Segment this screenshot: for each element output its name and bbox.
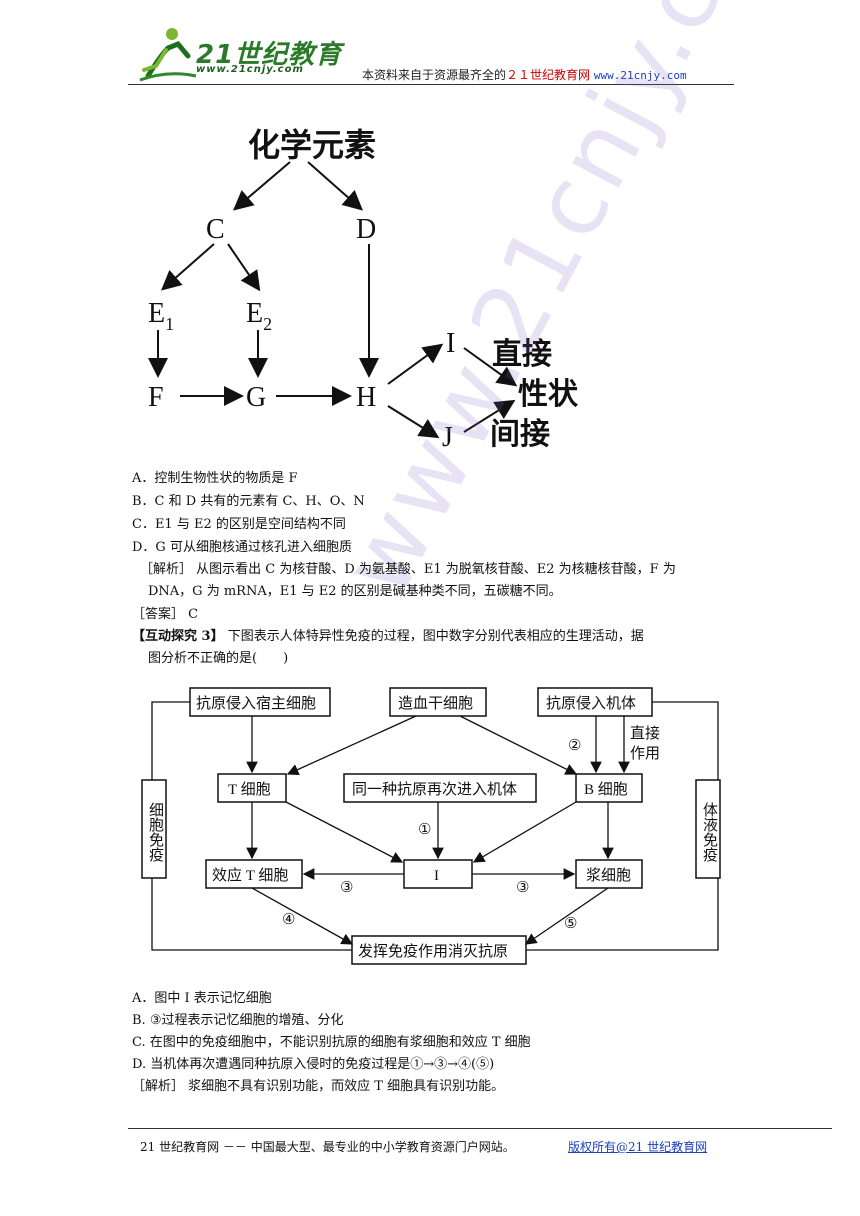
node-e2: E2 (246, 298, 272, 334)
q3-title: 【互动探究 3】 下图表示人体特异性免疫的过程，图中数字分别代表相应的生理活动，… (132, 628, 644, 646)
box-b-cell (575, 773, 643, 803)
box-memory-i (403, 859, 473, 889)
label-eliminate-antigen: 发挥免疫作用消灭抗原 (358, 943, 508, 960)
node-j: J (442, 422, 453, 453)
header-url-link[interactable]: www.21cnjy.com (593, 69, 687, 82)
footer-divider (128, 1128, 832, 1129)
box-cell-immunity (141, 779, 167, 879)
label-step-3-left: ③ (340, 880, 353, 896)
box-humoral-immunity (695, 779, 721, 879)
label-antigen-host-cell: 抗原侵入宿主细胞 (196, 695, 316, 712)
q3-analysis: ［解析］ 浆细胞不具有识别功能，而效应 T 细胞具有识别功能。 (132, 1079, 505, 1094)
label-step-2: ② (568, 738, 581, 754)
logo-text: 21世纪教育 (196, 40, 343, 70)
q3-option-d: D. 当机体再次遭遇同种抗原入侵时的免疫过程是①→③→④(⑤) (132, 1057, 495, 1072)
label-humoral-immunity: 体液免疫 (701, 802, 717, 862)
box-effector-t-cell (205, 859, 303, 889)
node-d: D (356, 214, 376, 245)
diagram-immunity: 抗原侵入宿主细胞 造血干细胞 抗原侵入机体 T 细胞 同一种抗原再次进入机体 B… (141, 687, 721, 965)
label-step-1: ① (418, 822, 431, 838)
box-same-antigen (343, 773, 537, 803)
header-note: 本资料来自于资源最齐全的２１世纪教育网 www.21cnjy.com (362, 66, 687, 83)
q2-analysis-line1: ［解析］ 从图示看出 C 为核苷酸、D 为氨基酸、E1 为脱氧核苷酸、E2 为核… (140, 562, 676, 577)
box-plasma-cell (575, 859, 643, 889)
box-t-cell (217, 773, 287, 803)
q2-answer: ［答案］ C (132, 607, 199, 622)
node-elements: 化学元素 (248, 127, 376, 163)
q2-option-d: D．G 可从细胞核通过核孔进入细胞质 (132, 540, 352, 555)
diagram-chemical-elements: 化学元素 C D E1 E2 F G H I J 直接 性状 间接 (148, 127, 579, 453)
label-direct: 直接 (492, 338, 552, 371)
label-effector-t-cell: 效应 T 细胞 (212, 866, 288, 884)
q2-option-b: B．C 和 D 共有的元素有 C、H、O、N (132, 494, 365, 509)
label-direct-action: 直接作用 (630, 726, 661, 762)
header-divider (128, 84, 734, 85)
box-antigen-enter-body (537, 687, 653, 717)
q3-option-a: A．图中 I 表示记忆细胞 (132, 991, 272, 1006)
label-step-4: ④ (282, 912, 295, 928)
label-step-5: ⑤ (564, 916, 577, 932)
header-note-prefix: 本资料来自于资源最齐全的 (362, 68, 507, 82)
label-cell-immunity: 细胞免疫 (147, 802, 163, 862)
q2-analysis-line2: DNA，G 为 mRNA，E1 与 E2 的区别是碱基种类不同，五碳糖不同。 (148, 584, 562, 599)
footer-text: 21 世纪教育网 －－ 中国最大型、最专业的中小学教育资源门户网站。 (140, 1140, 515, 1154)
q2-option-c: C．E1 与 E2 的区别是空间结构不同 (132, 517, 346, 532)
node-e1: E1 (148, 298, 174, 334)
q3-option-b: B. ③过程表示记忆细胞的增殖、分化 (132, 1013, 344, 1028)
label-antigen-enter-body: 抗原侵入机体 (546, 695, 636, 712)
label-stem-cell: 造血干细胞 (398, 695, 473, 712)
q3-title-line2: 图分析不正确的是( ) (148, 651, 289, 666)
q3-title-bold: 【互动探究 3】 (132, 629, 224, 644)
label-trait: 性状 (518, 378, 579, 411)
node-f: F (148, 382, 164, 413)
logo-figure-icon (139, 28, 197, 82)
label-t-cell: T 细胞 (228, 781, 271, 798)
node-g: G (246, 382, 266, 413)
box-eliminate-antigen (351, 935, 527, 965)
q3-option-c: C. 在图中的免疫细胞中，不能识别抗原的细胞有浆细胞和效应 T 细胞 (132, 1035, 531, 1050)
node-h: H (356, 382, 376, 413)
label-plasma-cell: 浆细胞 (586, 866, 631, 884)
q2-option-a: A．控制生物性状的物质是 F (132, 471, 298, 486)
label-same-antigen: 同一种抗原再次进入机体 (352, 781, 517, 798)
logo-url: www.21cnjy.com (196, 64, 304, 75)
node-i: I (446, 328, 455, 359)
label-b-cell: B 细胞 (584, 781, 628, 798)
box-antigen-host-cell (189, 687, 331, 717)
box-stem-cell (389, 687, 487, 717)
node-c: C (206, 214, 225, 245)
label-memory-i: I (434, 868, 439, 884)
label-step-3-right: ③ (516, 880, 529, 896)
header-site-link[interactable]: ２１世纪教育网 (506, 68, 591, 82)
footer-copyright-link[interactable]: 版权所有@21 世纪教育网 (568, 1140, 708, 1154)
label-indirect: 间接 (490, 418, 550, 451)
q3-title-text: 下图表示人体特异性免疫的过程，图中数字分别代表相应的生理活动，据 (223, 629, 644, 644)
